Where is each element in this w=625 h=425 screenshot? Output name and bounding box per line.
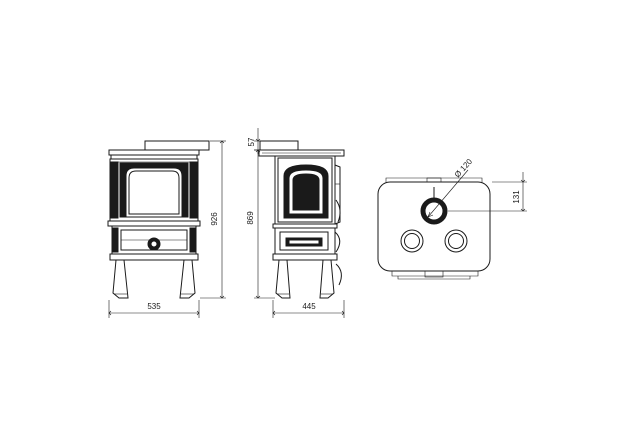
side-top-dimension: 57 — [247, 128, 261, 154]
top-view — [377, 177, 491, 280]
side-view — [258, 140, 345, 299]
side-depth-dimension: 445 — [272, 300, 345, 318]
front-height-dimension: 926 — [200, 140, 226, 299]
front-view — [107, 140, 210, 299]
flue-offset-dimension: 131 — [448, 172, 527, 212]
flue-diameter-label: Ø 120 — [453, 157, 475, 180]
side-height-label: 869 — [246, 211, 255, 225]
front-width-label: 535 — [147, 302, 161, 311]
side-height-dimension: 869 — [246, 149, 275, 299]
front-height-label: 926 — [210, 212, 219, 226]
front-width-dimension: 535 — [108, 300, 200, 318]
flue-offset-label: 131 — [512, 190, 521, 204]
side-top-label: 57 — [247, 137, 256, 146]
side-depth-label: 445 — [302, 302, 316, 311]
